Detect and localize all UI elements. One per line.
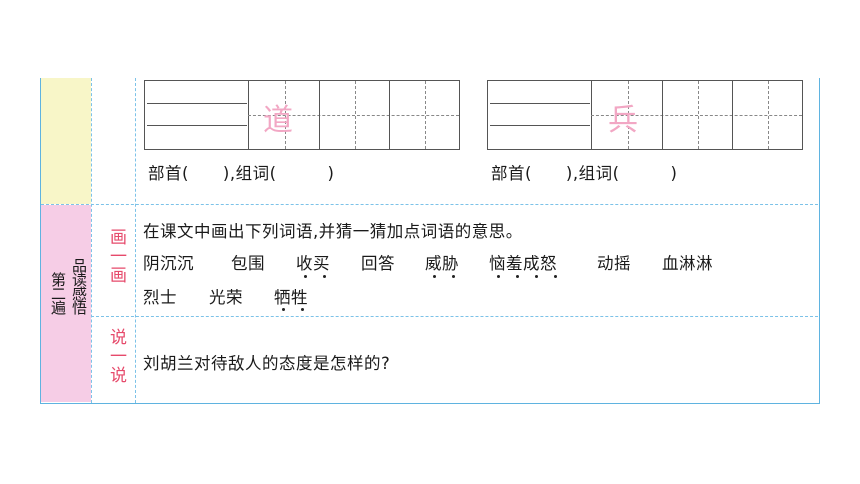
draw-instruction: 在课文中画出下列词语,并猜一猜加点词语的意思。	[143, 222, 523, 241]
word-naoxiuchengnu: 恼羞成怒	[489, 254, 557, 273]
word-shoumai: 收买	[296, 254, 330, 273]
column-divider-2	[135, 78, 136, 403]
right-radical-label: 部首( ),组词( )	[491, 164, 678, 183]
left-column-top	[41, 78, 91, 204]
word-xuelinlin: 血淋淋	[662, 254, 713, 273]
row-divider-2	[91, 316, 818, 317]
worksheet-frame	[40, 78, 820, 404]
trace-character-right: 兵	[608, 103, 638, 138]
word-guangrong: 光荣	[209, 288, 243, 307]
emphasis-dot	[304, 275, 307, 278]
emphasis-dot	[323, 275, 326, 278]
left-radical-label: 部首( ),组词( )	[148, 164, 335, 183]
column-divider-1	[91, 78, 92, 403]
word-lieshi: 烈士	[143, 288, 177, 307]
emphasis-dot	[535, 275, 538, 278]
writing-grid-left: 道	[144, 80, 460, 150]
word-baowei: 包围	[231, 254, 265, 273]
word-huida: 回答	[361, 254, 395, 273]
emphasis-dot	[516, 275, 519, 278]
emphasis-dot	[301, 308, 304, 311]
left-column-section-label	[41, 205, 91, 402]
draw-label: 画一画	[106, 228, 126, 285]
emphasis-dot	[282, 308, 285, 311]
say-label: 说一说	[106, 328, 126, 385]
row-divider-1	[41, 204, 818, 205]
section-label-second-pass: 第二遍	[49, 272, 67, 314]
emphasis-dot	[497, 275, 500, 278]
word-dongyao: 动摇	[597, 254, 631, 273]
word-xisheng: 牺牲	[274, 288, 308, 307]
word-yinchenchen: 阴沉沉	[143, 254, 194, 273]
writing-grid-right: 兵	[487, 80, 803, 150]
section-label-pindu: 品读感悟	[70, 258, 88, 314]
word-weixie: 威胁	[425, 254, 459, 273]
emphasis-dot	[433, 275, 436, 278]
trace-character-left: 道	[263, 103, 293, 138]
say-question: 刘胡兰对待敌人的态度是怎样的?	[143, 354, 391, 373]
emphasis-dot	[554, 275, 557, 278]
emphasis-dot	[452, 275, 455, 278]
